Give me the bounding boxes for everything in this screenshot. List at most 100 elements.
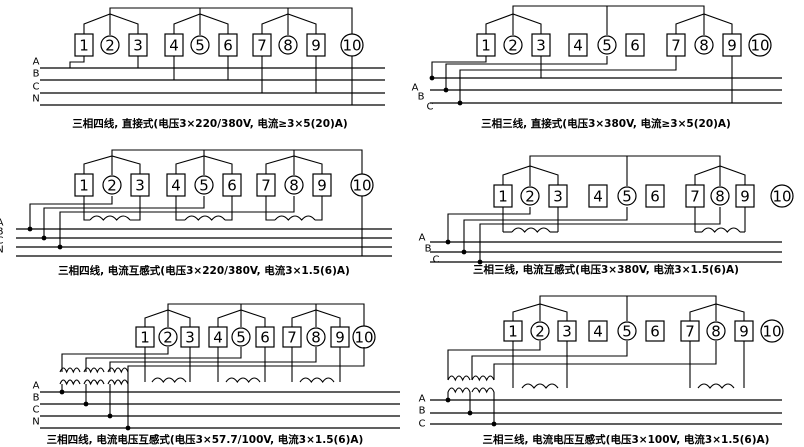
terminal-number-1: 1 xyxy=(498,188,508,206)
terminal-number-2: 2 xyxy=(105,37,115,55)
wire xyxy=(512,5,705,35)
phase-label-A: A xyxy=(419,233,426,244)
terminal-circle-2 xyxy=(503,35,523,55)
terminal-number-8: 8 xyxy=(715,188,725,206)
terminal-circle-8 xyxy=(284,175,304,195)
wire xyxy=(61,347,169,372)
wire xyxy=(173,13,229,35)
terminal-number-8: 8 xyxy=(311,329,321,347)
terminal-number-3: 3 xyxy=(185,329,195,347)
caption-p1: 三相四线, 直接式(电压3×220/380V, 电流≥3×5(20)A) xyxy=(72,117,347,130)
wire xyxy=(261,13,317,35)
terminal-number-8: 8 xyxy=(283,37,293,55)
wire xyxy=(447,207,531,242)
wire xyxy=(175,212,185,221)
terminal-number-4: 4 xyxy=(169,37,179,55)
terminal-number-4: 4 xyxy=(593,188,603,206)
terminal-circle-10 xyxy=(748,33,772,57)
terminal-number-6: 6 xyxy=(227,177,237,195)
terminal-number-7: 7 xyxy=(671,37,681,55)
terminal-circle-5 xyxy=(231,327,251,347)
terminal-circle-2 xyxy=(530,321,550,341)
terminal-circle-5 xyxy=(617,186,637,206)
terminal-circle-8 xyxy=(706,321,726,341)
wire xyxy=(529,155,721,186)
current-transformer-coil xyxy=(299,377,335,383)
junction-dot xyxy=(107,413,113,419)
current-transformer-coil xyxy=(107,367,129,374)
terminal-number-2: 2 xyxy=(107,177,117,195)
terminal-box-4 xyxy=(588,184,608,208)
junction-dot xyxy=(83,401,89,407)
phase-label-B: B xyxy=(425,244,432,255)
current-transformer-coil xyxy=(59,367,81,374)
current-transformer-coil xyxy=(471,387,495,394)
terminal-number-3: 3 xyxy=(133,37,143,55)
wire xyxy=(471,341,628,380)
terminal-number-4: 4 xyxy=(593,323,603,341)
terminal-box-4 xyxy=(588,320,608,342)
current-transformer-coil xyxy=(447,375,471,382)
wire xyxy=(83,212,90,221)
terminal-number-1: 1 xyxy=(79,177,89,195)
terminal-number-1: 1 xyxy=(140,329,150,347)
wire xyxy=(85,347,242,372)
terminal-number-10: 10 xyxy=(750,37,769,55)
terminal-box-6 xyxy=(645,320,665,342)
terminal-circle-2 xyxy=(158,327,178,347)
current-transformer-coil xyxy=(511,227,551,233)
caption-p6: 三相三线, 电流电压互感式(电压3×100V, 电流3×1.5(6)A) xyxy=(483,433,770,446)
terminal-number-10: 10 xyxy=(762,323,781,341)
junction-dot xyxy=(57,244,63,250)
current-transformer-coil xyxy=(225,377,261,383)
terminal-number-9: 9 xyxy=(739,323,749,341)
phase-label-C: C xyxy=(427,102,434,113)
wire xyxy=(431,56,487,78)
phase-label-A: A xyxy=(33,57,40,68)
phase-label-C: C xyxy=(0,236,4,247)
terminal-number-3: 3 xyxy=(536,37,546,55)
wire xyxy=(109,7,353,35)
junction-dot xyxy=(125,425,131,431)
wire xyxy=(493,341,717,380)
current-transformer-coil xyxy=(83,367,105,374)
terminal-number-10: 10 xyxy=(342,37,361,55)
wire xyxy=(29,196,113,229)
wire xyxy=(83,13,139,35)
terminal-circle-10 xyxy=(760,319,784,343)
wire xyxy=(445,56,608,90)
phase-label-B: B xyxy=(33,393,40,404)
phase-label-A: A xyxy=(412,83,419,94)
terminal-number-6: 6 xyxy=(630,37,640,55)
terminal-number-2: 2 xyxy=(525,188,535,206)
caption-p4: 三相三线, 电流互感式(电压3×380V, 电流3×1.5(6)A) xyxy=(473,263,739,276)
terminal-number-1: 1 xyxy=(79,37,89,55)
current-transformer-coil xyxy=(151,377,187,383)
terminal-number-2: 2 xyxy=(535,323,545,341)
junction-dot xyxy=(445,239,451,245)
current-transformer-coil xyxy=(274,215,316,221)
terminal-number-1: 1 xyxy=(481,37,491,55)
current-transformer-coil xyxy=(697,383,735,389)
terminal-box-6 xyxy=(645,184,665,208)
current-transformer-coil xyxy=(521,383,559,389)
terminal-number-4: 4 xyxy=(213,329,223,347)
terminal-number-3: 3 xyxy=(562,323,572,341)
phase-label-N: N xyxy=(32,94,39,105)
junction-dot xyxy=(477,259,483,265)
terminal-circle-2 xyxy=(102,175,122,195)
phase-label-C: C xyxy=(33,82,40,93)
phase-label-B: B xyxy=(0,227,4,238)
terminal-number-6: 6 xyxy=(260,329,270,347)
junction-dot xyxy=(59,389,65,395)
terminal-number-2: 2 xyxy=(163,329,173,347)
wire xyxy=(479,207,721,262)
wire xyxy=(265,212,275,221)
terminal-circle-5 xyxy=(617,321,637,341)
phase-label-N: N xyxy=(0,245,4,256)
wire xyxy=(109,347,317,372)
terminal-number-6: 6 xyxy=(223,37,233,55)
